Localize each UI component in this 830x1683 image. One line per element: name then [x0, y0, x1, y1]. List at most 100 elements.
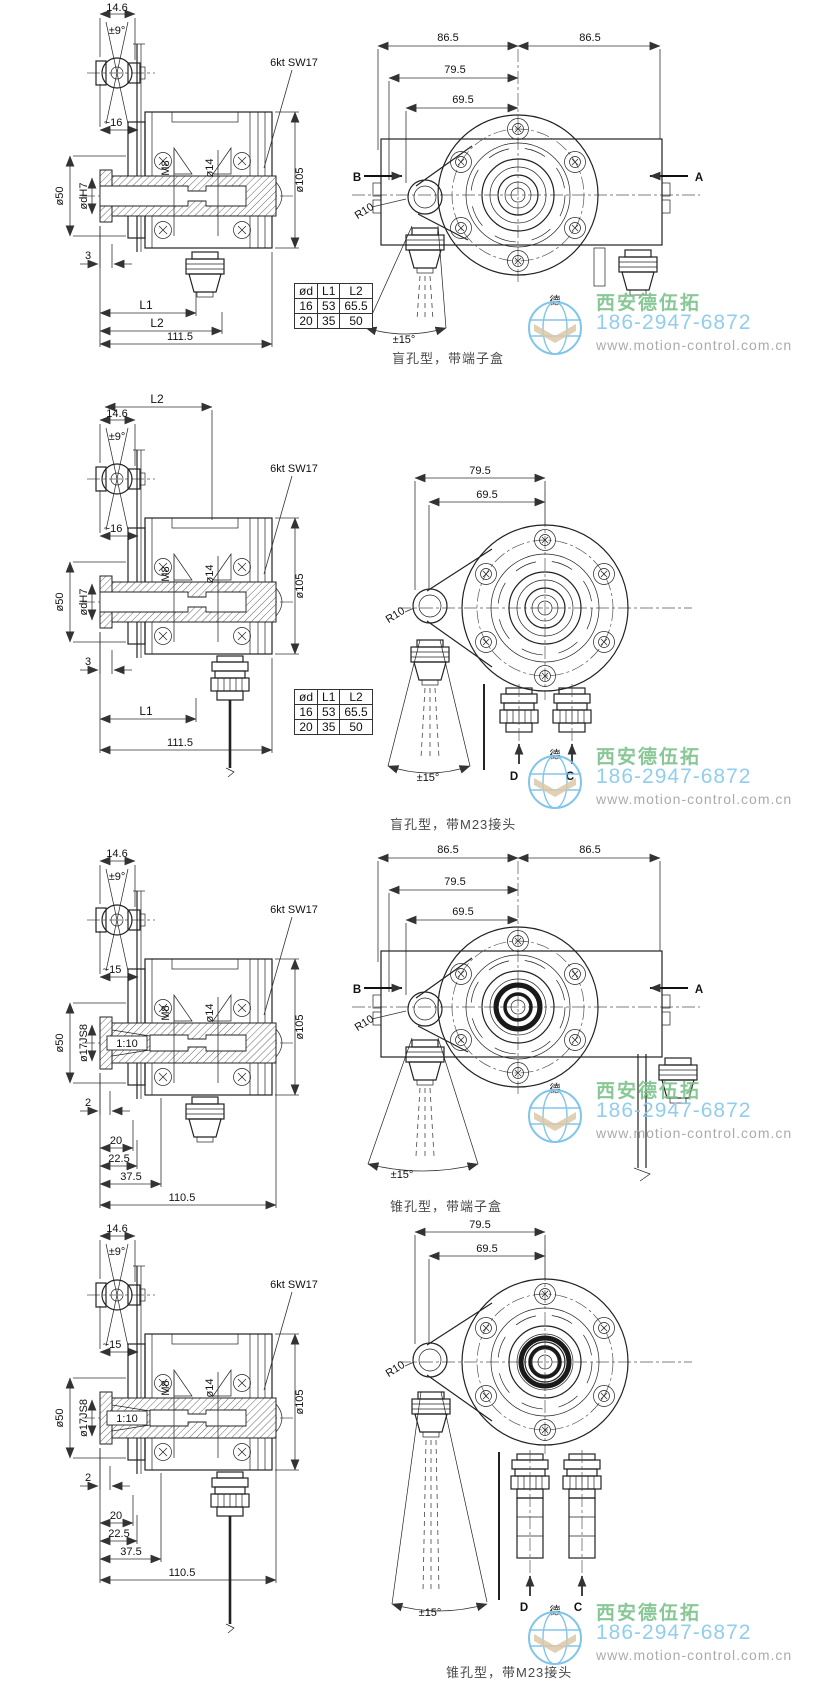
- dim-795: 79.5: [469, 1219, 490, 1231]
- table-cell: 53: [317, 298, 341, 314]
- dim-795: 79.5: [469, 465, 490, 477]
- table-cell: 65.5: [339, 704, 373, 720]
- dim-swivel: ±15°: [393, 334, 416, 346]
- table-cell: L2: [339, 283, 373, 299]
- table-row: 16 53 65.5: [293, 298, 373, 314]
- dim-375: 37.5: [120, 1546, 141, 1558]
- connector-label-d: D: [510, 771, 518, 783]
- table-row: 20 35 50: [293, 719, 373, 735]
- dim-swivel: ±15°: [391, 1169, 414, 1181]
- dim-bore2-dia: ø14: [204, 565, 216, 584]
- dim-depth: ~15: [103, 964, 122, 976]
- panel2-front-view: 79.5 69.5 R10 ±15° D C: [384, 465, 692, 784]
- dim-depth: ~15: [103, 1339, 122, 1351]
- dim-arm-radius: R10: [353, 201, 376, 222]
- dim-half-left: 86.5: [437, 844, 458, 856]
- table-cell: L1: [317, 689, 341, 705]
- table-cell: 16: [293, 298, 319, 314]
- dim-pin-width: 14.6: [106, 1223, 127, 1235]
- dim-795: 79.5: [444, 876, 465, 888]
- dim-half-right: 86.5: [579, 32, 600, 44]
- dim-695: 69.5: [476, 489, 497, 501]
- table-cell: ød: [293, 283, 319, 299]
- dim-pin-swing: ±9°: [109, 1246, 126, 1258]
- connector-label-d: D: [520, 1602, 528, 1614]
- table-row: 16 53 65.5: [293, 704, 373, 720]
- dim-gap: 2: [85, 1472, 91, 1484]
- dim-thread: M8: [160, 1005, 172, 1020]
- panel1-front-view: 86.5 86.5 79.5 69.5 B A R10 ±15°: [352, 32, 703, 346]
- dim-gap: 3: [85, 656, 91, 668]
- caption-panel4: 锥孔型，带M23接头: [446, 1665, 573, 1680]
- dim-flange-dia: ø50: [54, 1034, 66, 1053]
- dim-taper-ratio: 1:10: [116, 1413, 137, 1425]
- dim-695: 69.5: [452, 94, 473, 106]
- dim-20: 20: [110, 1510, 122, 1522]
- dim-hex-flats: 6kt SW17: [270, 463, 318, 475]
- dim-gap: 3: [85, 250, 91, 262]
- dim-depth: ~16: [104, 117, 123, 129]
- caption-panel3: 锥孔型，带端子盒: [390, 1199, 503, 1214]
- dim-housing-dia: ø105: [294, 167, 306, 192]
- dim-taper-ratio: 1:10: [116, 1038, 137, 1050]
- view-label-b: B: [353, 984, 361, 996]
- dim-depth: ~16: [104, 523, 123, 535]
- table-cell: 35: [317, 719, 341, 735]
- view-label-a: A: [695, 984, 703, 996]
- dim-hex-flats: 6kt SW17: [270, 904, 318, 916]
- caption-panel2: 盲孔型，带M23接头: [390, 817, 517, 832]
- view-label-a: A: [695, 172, 703, 184]
- dim-arm-radius: R10: [353, 1013, 376, 1034]
- table-cell: 16: [293, 704, 319, 720]
- table-cell: 20: [293, 719, 319, 735]
- panel2-side-view: L2 14.6 ±9° ~16 6kt SW17 ø50 ødH7 M8 ø14…: [54, 392, 318, 778]
- dim-thread: M8: [160, 566, 172, 581]
- dim-l2: L2: [150, 316, 164, 330]
- dim-bore-dia: ødH7: [78, 183, 90, 210]
- dim-flange-dia: ø50: [54, 593, 66, 612]
- dim-flange-dia: ø50: [54, 1409, 66, 1428]
- dim-half-right: 86.5: [579, 844, 600, 856]
- dim-225: 22.5: [108, 1153, 129, 1165]
- dim-total-len: 111.5: [167, 737, 193, 749]
- panel4-front-view: 79.5 69.5 R10 ±15° D C: [384, 1219, 692, 1619]
- connector-label-c: C: [566, 771, 574, 783]
- dim-half-left: 86.5: [437, 32, 458, 44]
- shaft-dimension-table-1: ød L1 L2 16 53 65.5 20 35 50: [293, 283, 373, 329]
- connector-label-c: C: [574, 1602, 582, 1614]
- dim-l2-top: L2: [150, 392, 164, 406]
- dim-795: 79.5: [444, 64, 465, 76]
- dim-housing-dia: ø105: [294, 573, 306, 598]
- dim-pin-swing: ±9°: [109, 431, 126, 443]
- dim-375: 37.5: [120, 1171, 141, 1183]
- dim-695: 69.5: [452, 906, 473, 918]
- table-cell: 35: [317, 313, 341, 329]
- dim-bore-dia: ødH7: [78, 589, 90, 616]
- shaft-dimension-table-2: ød L1 L2 16 53 65.5 20 35 50: [293, 689, 373, 735]
- dim-hex-flats: 6kt SW17: [270, 1279, 318, 1291]
- table-row: 20 35 50: [293, 313, 373, 329]
- table-header-row: ød L1 L2: [293, 689, 373, 705]
- table-header-row: ød L1 L2: [293, 283, 373, 299]
- dim-total-len: 110.5: [169, 1192, 196, 1204]
- dim-pin-width: 14.6: [106, 408, 127, 420]
- dim-total-len: 110.5: [169, 1567, 196, 1579]
- panel1-side-view: 14.6 ±9° ~16 6kt SW17 ø50 ødH7 M8 ø14 ø1…: [54, 2, 318, 347]
- dim-bore2-dia: ø14: [204, 1004, 216, 1023]
- panel3-front-view: 86.5 86.5 79.5 69.5 B A R10 ±15°: [352, 844, 703, 1182]
- dim-pin-width: 14.6: [106, 2, 127, 14]
- dim-pin-width: 14.6: [106, 848, 127, 860]
- dim-hex-flats: 6kt SW17: [270, 57, 318, 69]
- dim-thread: M8: [160, 1380, 172, 1395]
- dim-swivel: ±15°: [417, 772, 440, 784]
- caption-panel1: 盲孔型，带端子盒: [392, 351, 505, 366]
- table-cell: 20: [293, 313, 319, 329]
- panel4-side-view: 14.6 ±9° ~15 6kt SW17 ø50 ø17JS8 1:10 M8…: [54, 1223, 318, 1634]
- table-cell: 50: [339, 719, 373, 735]
- dim-225: 22.5: [108, 1528, 129, 1540]
- dim-swivel: ±15°: [419, 1607, 442, 1619]
- dim-taper-dia: ø17JS8: [78, 1024, 90, 1062]
- dim-taper-dia: ø17JS8: [78, 1399, 90, 1437]
- table-cell: 65.5: [339, 298, 373, 314]
